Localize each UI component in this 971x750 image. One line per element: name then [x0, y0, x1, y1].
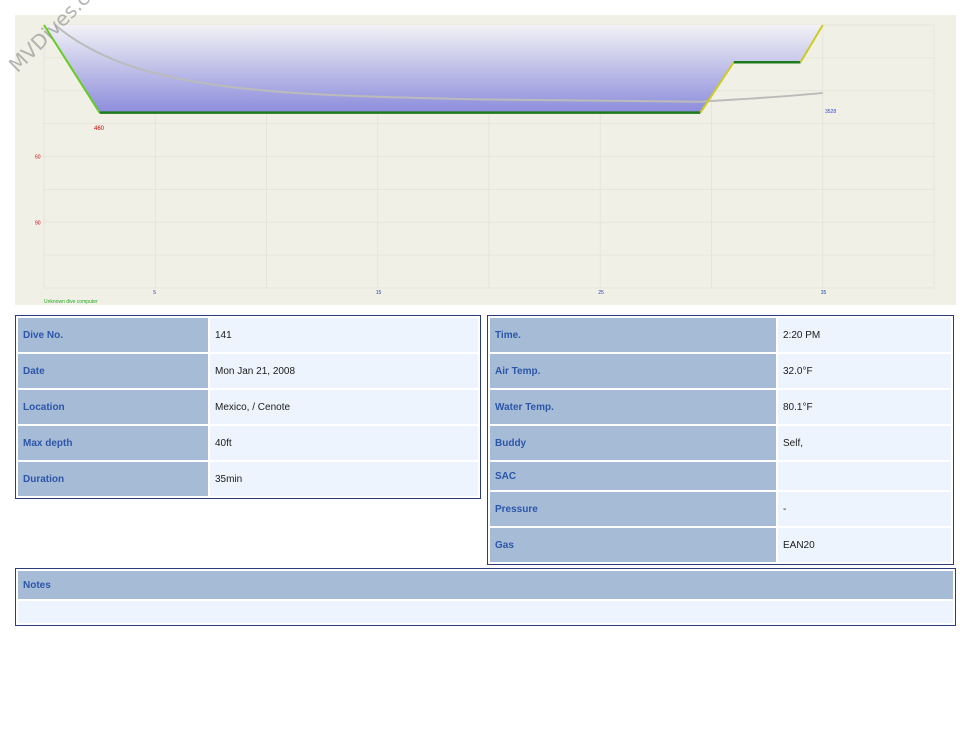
info-value: 141: [210, 318, 478, 352]
info-row: SAC: [490, 462, 951, 490]
info-label: Dive No.: [18, 318, 208, 352]
info-row: Dive No.141: [18, 318, 478, 352]
info-value: 32.0°F: [778, 354, 951, 388]
notes-table: Notes: [15, 568, 956, 626]
info-label: Buddy: [490, 426, 776, 460]
info-label: Date: [18, 354, 208, 388]
info-label: Duration: [18, 462, 208, 496]
info-label: Air Temp.: [490, 354, 776, 388]
info-value: Mexico, / Cenote: [210, 390, 478, 424]
pressure-line: [54, 24, 823, 103]
info-value: Mon Jan 21, 2008: [210, 354, 478, 388]
info-value: EAN20: [778, 528, 951, 562]
ascent-line: [699, 61, 735, 114]
x-tick-label: 15: [376, 290, 382, 296]
dive-profile-chart: 60 90 5 15 25 35 460 3528 Unknown dive compu…: [15, 15, 956, 305]
y-tick-label: 60: [35, 155, 41, 161]
info-label: Gas: [490, 528, 776, 562]
x-tick-label: 25: [598, 290, 604, 296]
y-tick-label: 90: [35, 220, 41, 226]
info-row: Time.2:20 PM: [490, 318, 951, 352]
x-tick-label: 5: [153, 290, 156, 296]
info-label: Time.: [490, 318, 776, 352]
info-value: -: [778, 492, 951, 526]
depth-area-fill: [44, 25, 823, 113]
dive-computer-label: Unknown dive computer: [44, 299, 98, 305]
info-value: [778, 462, 951, 490]
notes-value: [18, 601, 953, 623]
final-ascent-line: [799, 24, 824, 63]
info-row: Pressure-: [490, 492, 951, 526]
info-label: Pressure: [490, 492, 776, 526]
info-value: 35min: [210, 462, 478, 496]
info-value: Self,: [778, 426, 951, 460]
info-label: SAC: [490, 462, 776, 490]
x-tick-label: 35: [821, 290, 827, 296]
info-label: Max depth: [18, 426, 208, 460]
info-value: 2:20 PM: [778, 318, 951, 352]
pressure-start-label: 460: [94, 126, 105, 132]
descent-line: [43, 24, 101, 114]
info-value: 40ft: [210, 426, 478, 460]
info-row: Air Temp.32.0°F: [490, 354, 951, 388]
info-row: Water Temp.80.1°F: [490, 390, 951, 424]
dive-profile-svg: 60 90 5 15 25 35 460 3528 Unknown dive compu…: [15, 15, 956, 305]
info-label: Water Temp.: [490, 390, 776, 424]
notes-label: Notes: [18, 571, 953, 599]
pressure-end-label: 3528: [825, 109, 836, 115]
info-label: Location: [18, 390, 208, 424]
info-value: 80.1°F: [778, 390, 951, 424]
